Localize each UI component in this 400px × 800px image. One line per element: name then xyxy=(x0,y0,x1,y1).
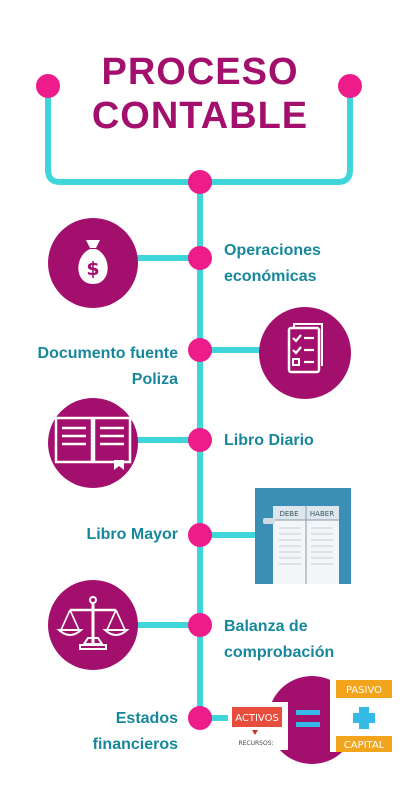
svg-text:$: $ xyxy=(86,258,99,280)
checklist-document-icon xyxy=(259,307,351,399)
step-dot-1 xyxy=(188,246,212,270)
money-bag-icon: $ xyxy=(48,218,138,308)
recursos-label: RECURSOS: xyxy=(238,740,273,747)
step-dot-4 xyxy=(188,523,212,547)
step-6-label-line-2: financieros xyxy=(92,736,178,753)
step-5-label-line-2: comprobación xyxy=(224,644,335,661)
open-book-icon xyxy=(48,398,138,488)
pasivo-label: PASIVO xyxy=(346,685,382,696)
ledger-image: DEBE HABER xyxy=(255,488,351,584)
step-1-label-line-1: Operaciones xyxy=(224,242,321,259)
step-2-label-line-1: Documento fuente xyxy=(37,345,178,362)
step-1-label-line-2: económicas xyxy=(224,268,317,285)
bracket-dot-right xyxy=(338,74,362,98)
ledger-haber-label: HABER xyxy=(310,510,334,518)
step-4-label: Libro Mayor xyxy=(86,526,178,543)
accounting-equation-image: ACTIVOS RECURSOS: PASIVO CAPITAL xyxy=(228,674,394,764)
balance-scale-icon xyxy=(48,580,138,670)
capital-label: CAPITAL xyxy=(344,740,385,751)
title-line-2: CONTABLE xyxy=(91,95,309,137)
bracket-dot-center xyxy=(188,170,212,194)
step-dot-3 xyxy=(188,428,212,452)
step-dot-5 xyxy=(188,613,212,637)
step-dot-2 xyxy=(188,338,212,362)
step-2-label-line-2: Poliza xyxy=(131,371,178,388)
bracket-dot-left xyxy=(36,74,60,98)
step-6-label-line-1: Estados xyxy=(115,710,178,727)
step-3-label: Libro Diario xyxy=(224,432,314,449)
ledger-debe-label: DEBE xyxy=(279,510,298,518)
title-line-1: PROCESO xyxy=(101,51,299,93)
step-dot-6 xyxy=(188,706,212,730)
activos-label: ACTIVOS xyxy=(235,713,279,724)
step-5-label-line-1: Balanza de xyxy=(224,618,308,635)
